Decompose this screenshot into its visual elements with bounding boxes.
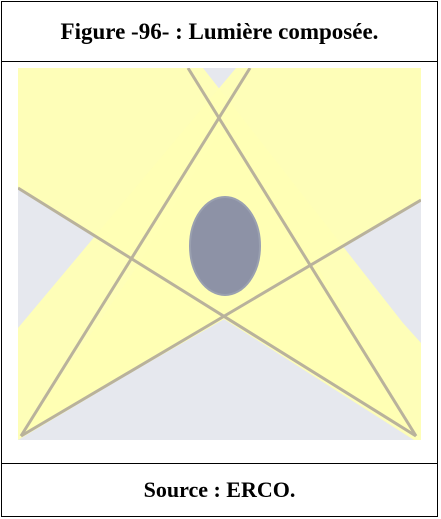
figure-title: Figure -96- : Lumière composée. <box>2 2 437 61</box>
composite-light-diagram <box>18 68 421 440</box>
diagram-canvas <box>18 68 421 440</box>
figure-source: Source : ERCO. <box>2 464 437 516</box>
title-divider <box>2 61 437 62</box>
illuminated-object <box>190 197 260 295</box>
